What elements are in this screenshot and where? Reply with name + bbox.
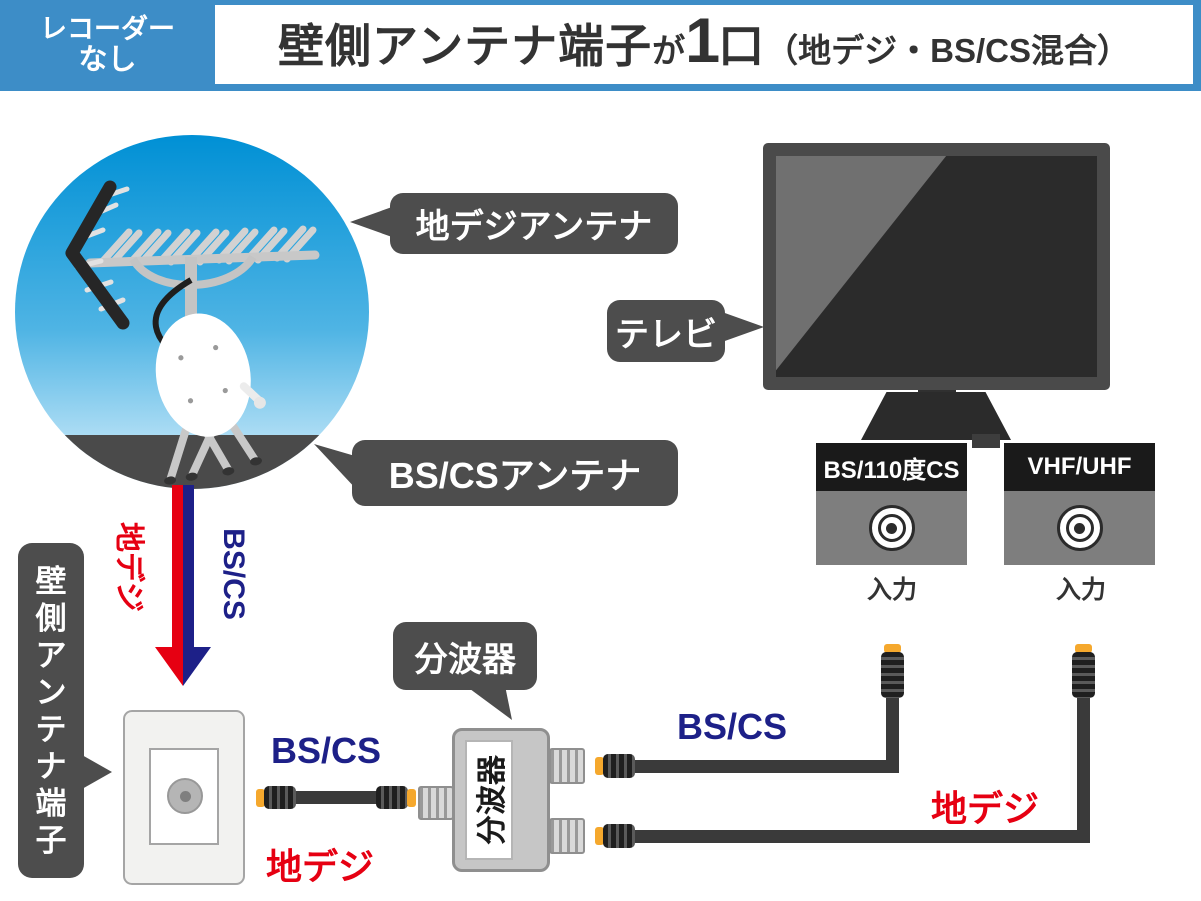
wall-terminal-label: 壁側アンテナ端子 — [35, 563, 67, 858]
uhf-antenna-boom — [85, 250, 320, 268]
wall-cable-terrestrial-label: 地デジ — [265, 846, 374, 887]
tv-input-vhfuhf-caption: 入力 — [1055, 576, 1106, 604]
tv-input-bscs-body — [816, 491, 967, 565]
f-connector-body — [376, 786, 408, 809]
antenna-photo-circle — [15, 135, 369, 489]
splitter-output-port-terrestrial — [549, 818, 585, 854]
f-connector-body — [881, 652, 904, 698]
tv-label: テレビ — [615, 315, 717, 354]
wall-terminal-callout-tail — [82, 755, 112, 789]
arrow-satellite-text: BS/CS — [217, 528, 250, 620]
splitter-callout: 分波器 — [393, 622, 537, 690]
tv-input-bscs-title: BS/110度CS — [816, 443, 967, 491]
tv-input-vhfuhf-title: VHF/UHF — [1004, 443, 1155, 491]
wall-cable — [294, 791, 378, 804]
antenna-scene-illustration — [15, 135, 369, 489]
title-particle: が — [652, 32, 686, 69]
title-number: 1 — [685, 6, 720, 76]
f-connector-tip — [595, 757, 604, 775]
f-connector-tip — [256, 789, 265, 807]
wall-cable-bscs-label: BS/CS — [270, 730, 382, 771]
satellite-antenna-label: BS/CSアンテナ — [388, 455, 642, 496]
page-title: 壁側アンテナ端子 が 1 口 （地デジ・BS/CS混合） — [215, 5, 1193, 84]
tv-input-vhfuhf-body — [1004, 491, 1155, 565]
splitter-input-port — [418, 786, 454, 820]
wall-coax-jack-icon — [167, 778, 203, 814]
f-connector-tip — [884, 644, 901, 653]
coax-jack-icon — [868, 505, 915, 551]
bscs-dish-antenna — [155, 313, 266, 485]
reflector-antenna — [65, 180, 130, 330]
f-connector-body — [264, 786, 296, 809]
recorder-badge-line2: なし — [78, 44, 137, 77]
terrestrial-antenna-callout-tail — [350, 207, 392, 237]
f-connector-tip — [595, 827, 604, 845]
tv-terrestrial-cable-label: 地デジ — [930, 788, 1039, 829]
terrestrial-antenna-callout: 地デジアンテナ — [390, 193, 678, 254]
signal-down-arrow — [155, 485, 211, 686]
uhf-antenna-support — [129, 254, 257, 289]
bscs-cable-horizontal — [630, 760, 899, 773]
tv-input-panel-bscs: BS/110度CS — [813, 440, 970, 568]
tv-screen-reflection — [776, 156, 947, 371]
tv-bscs-cable-label: BS/CS — [676, 706, 788, 747]
title-prefix: 壁側アンテナ端子 — [277, 20, 653, 72]
splitter-callout-tail — [466, 686, 512, 720]
satellite-antenna-callout: BS/CSアンテナ — [352, 440, 678, 506]
tv-screen — [776, 156, 1097, 377]
arrow-terrestrial-text: 地デジ — [112, 522, 145, 612]
f-connector-tip — [1075, 644, 1092, 653]
arrow-terrestrial-half — [155, 485, 183, 686]
splitter-nameplate: 分波器 — [465, 740, 513, 860]
title-unit: 口 — [718, 20, 766, 72]
f-connector-body — [603, 754, 635, 778]
terrestrial-cable-vertical — [1077, 696, 1090, 843]
coax-jack-icon — [1056, 505, 1103, 551]
header-bar: レコーダー なし 壁側アンテナ端子 が 1 口 （地デジ・BS/CS混合） — [0, 0, 1201, 91]
splitter-callout-label: 分波器 — [414, 640, 516, 679]
tv-input-bscs-caption: 入力 — [866, 576, 917, 604]
wall-antenna-outlet — [123, 710, 245, 885]
bscs-cable-vertical — [886, 696, 899, 773]
wall-terminal-callout: 壁側アンテナ端子 — [18, 543, 84, 878]
tv-callout-tail — [722, 312, 764, 342]
f-connector-body — [1072, 652, 1095, 698]
wall-outlet-inner — [149, 748, 219, 845]
tv-callout: テレビ — [607, 300, 725, 362]
recorder-badge: レコーダー なし — [0, 0, 215, 91]
splitter-nameplate-text: 分波器 — [476, 755, 509, 845]
arrow-satellite-half — [183, 485, 211, 686]
roof-ground — [15, 435, 369, 489]
recorder-badge-line1: レコーダー — [40, 14, 175, 45]
tv-set — [763, 143, 1110, 390]
f-connector-tip — [407, 789, 416, 807]
tv-input-panel-vhfuhf: VHF/UHF — [1001, 440, 1158, 568]
splitter-output-port-bscs — [549, 748, 585, 784]
tv-stand-base — [861, 392, 1011, 440]
terrestrial-antenna-label: 地デジアンテナ — [415, 208, 653, 246]
tv-stand-notch — [972, 434, 1000, 448]
terrestrial-cable-horizontal — [630, 830, 1090, 843]
f-connector-body — [603, 824, 635, 848]
title-paren: （地デジ・BS/CS混合） — [765, 32, 1131, 69]
